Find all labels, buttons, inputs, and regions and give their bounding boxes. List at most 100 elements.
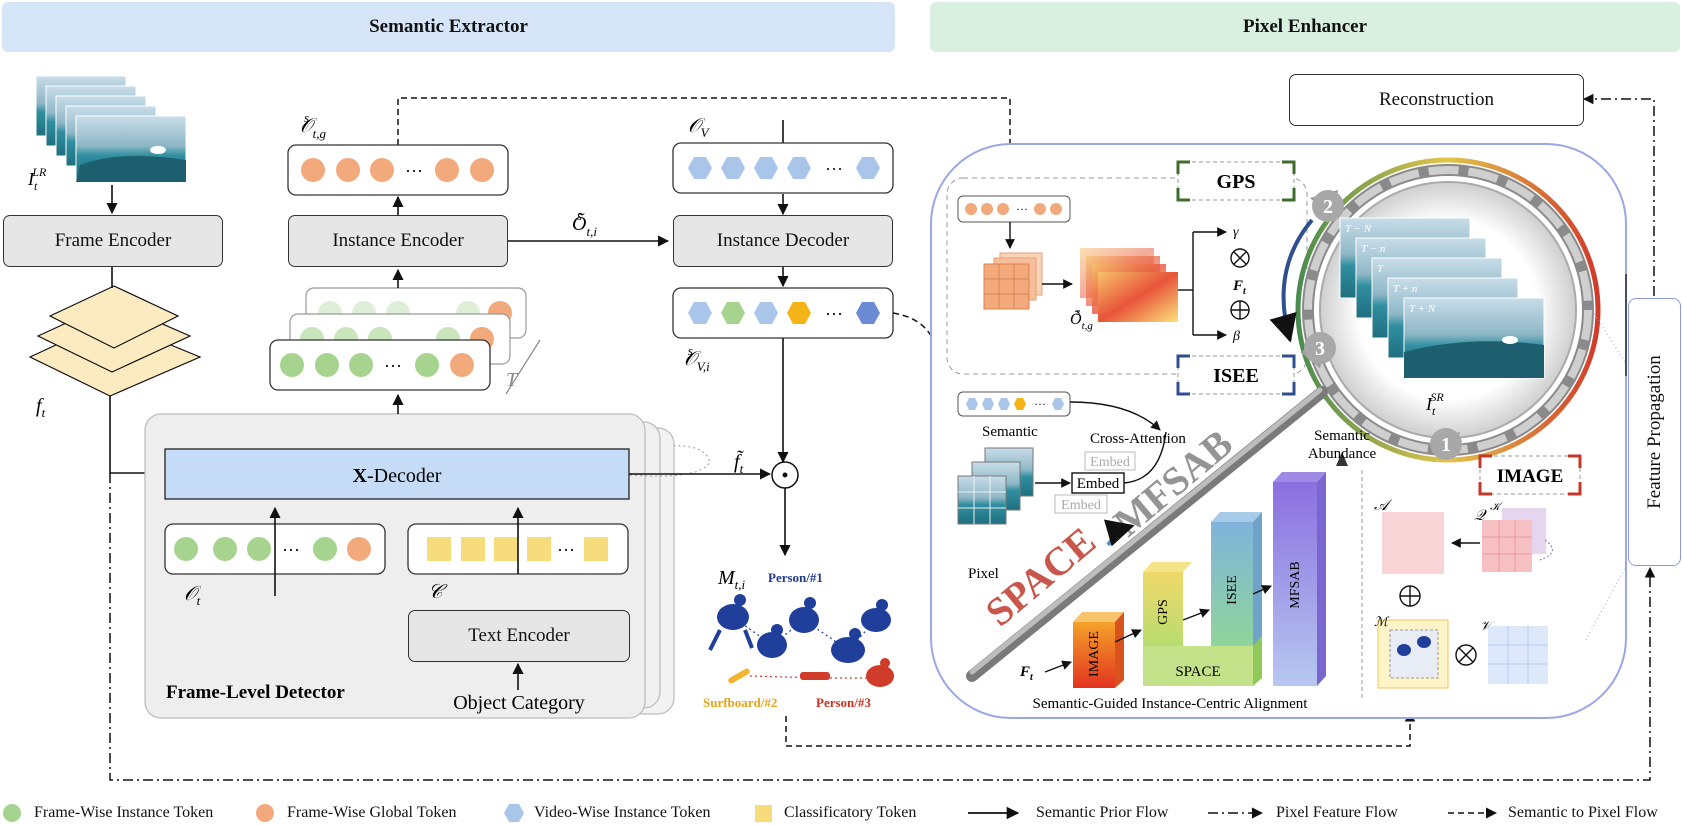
pixel-cubes bbox=[957, 447, 1034, 525]
input-frames-lr bbox=[35, 75, 187, 183]
gps-grid-cube bbox=[983, 252, 1043, 310]
svg-text:𝒬: 𝒬 bbox=[1474, 508, 1487, 524]
classificatory-tokens: ··· bbox=[427, 537, 608, 561]
svg-text:2: 2 bbox=[1323, 196, 1333, 218]
person3-label: Person/#3 bbox=[816, 695, 871, 710]
gamma-label: γ bbox=[1233, 225, 1239, 240]
legend-icons bbox=[3, 804, 1498, 822]
step-badge-3: 3 bbox=[1300, 332, 1336, 368]
frame-time-labels: T − N T − n T T + n T + N bbox=[1345, 223, 1436, 315]
o-tg-label: 𝒪t,gs bbox=[300, 110, 326, 141]
legend-semantic-to-pixel-flow: Semantic to Pixel Flow bbox=[1508, 804, 1658, 821]
frame-instance-tokens: ··· bbox=[174, 537, 371, 561]
isee-tag: ISEE bbox=[1176, 354, 1296, 396]
semantic-label: Semantic bbox=[982, 424, 1038, 440]
object-category-label: Object Category bbox=[453, 692, 585, 714]
video-wise-tokens: ··· bbox=[688, 157, 880, 179]
multiply-icon bbox=[1230, 248, 1250, 268]
legend-frame-wise-instance: Frame-Wise Instance Token bbox=[34, 804, 214, 821]
stair-isee-label: ISEE bbox=[1225, 575, 1240, 605]
cross-attention-label: Cross-Attention bbox=[1090, 431, 1186, 447]
stair-image-label: IMAGE bbox=[1087, 631, 1102, 677]
svg-text:ISEE: ISEE bbox=[1213, 365, 1259, 387]
gps-tag: GPS bbox=[1176, 160, 1296, 202]
frame-level-detector-label: Frame-Level Detector bbox=[166, 682, 345, 703]
attn-multiply-icon bbox=[1455, 644, 1477, 666]
stair-mfsab-label: MFSAB bbox=[1288, 561, 1303, 608]
instance-masks bbox=[708, 594, 894, 687]
surfboard2-label: Surfboard/#2 bbox=[703, 695, 777, 710]
svg-text:IMAGE: IMAGE bbox=[1497, 466, 1564, 487]
beta-label: β bbox=[1232, 329, 1240, 344]
svg-text:T − N: T − N bbox=[1345, 223, 1372, 235]
t-label: T bbox=[506, 369, 519, 391]
instance-token-row: ··· bbox=[280, 353, 474, 377]
sgica-label: Semantic-Guided Instance-Centric Alignme… bbox=[1033, 696, 1309, 712]
ft-stair-label: Ft bbox=[1019, 664, 1034, 683]
feature-propagation-box: Feature Propagation bbox=[1628, 298, 1681, 566]
feature-propagation-label: Feature Propagation bbox=[1643, 355, 1665, 509]
svg-text:···: ··· bbox=[405, 161, 423, 181]
svg-text:3: 3 bbox=[1315, 338, 1325, 360]
x-decoder-box bbox=[164, 448, 630, 500]
otg-small-label: Õt,gs bbox=[1070, 306, 1093, 332]
instance-video-tokens: ··· bbox=[688, 302, 880, 324]
legend-frame-wise-global: Frame-Wise Global Token bbox=[287, 804, 457, 821]
semantic-abundance-line1: Semantic bbox=[1314, 428, 1370, 444]
svg-text:···: ··· bbox=[557, 540, 575, 560]
svg-text:Embed: Embed bbox=[1061, 498, 1101, 513]
semantic-abundance-line2: Abundance bbox=[1308, 446, 1377, 462]
svg-text:Embed: Embed bbox=[1090, 455, 1130, 470]
magnifier-handle bbox=[966, 386, 1328, 682]
i-lr-label: ItLR bbox=[27, 165, 47, 193]
svg-text:GPS: GPS bbox=[1217, 171, 1256, 193]
svg-text:Embed: Embed bbox=[1077, 476, 1120, 492]
legend-video-wise-instance: Video-Wise Instance Token bbox=[534, 804, 711, 821]
image-tag: IMAGE bbox=[1478, 454, 1582, 496]
legend-semantic-prior-flow: Semantic Prior Flow bbox=[1036, 804, 1169, 821]
feature-stack-ft bbox=[28, 285, 202, 397]
reconstruction-box: Reconstruction bbox=[1289, 74, 1584, 126]
attention-matrices bbox=[1377, 508, 1553, 689]
embed-boxes: Embed Embed Embed bbox=[1054, 451, 1136, 514]
instance-encoder-box: Instance Encoder bbox=[288, 215, 508, 267]
pixel-label: Pixel bbox=[968, 566, 999, 582]
svg-text:1: 1 bbox=[1441, 434, 1451, 456]
gps-heatmap-stack bbox=[1080, 248, 1178, 322]
svg-text:T + N: T + N bbox=[1409, 303, 1436, 315]
text-encoder-box: Text Encoder bbox=[408, 610, 630, 662]
semantic-small-tokens: ··· bbox=[966, 397, 1064, 411]
f-t-label: ft bbox=[36, 395, 46, 420]
legend-pixel-feature-flow: Pixel Feature Flow bbox=[1276, 804, 1398, 821]
svg-text:ℳ: ℳ bbox=[1374, 614, 1390, 629]
svg-text:T + n: T + n bbox=[1393, 283, 1418, 295]
step-badge-1: 1 bbox=[1430, 428, 1462, 460]
pixel-enhancer-header: Pixel Enhancer bbox=[930, 2, 1680, 52]
ft-gps-label: Ft bbox=[1232, 278, 1247, 297]
stair-space-label: SPACE bbox=[1175, 664, 1220, 680]
video-token-box bbox=[672, 142, 894, 194]
svg-text:···: ··· bbox=[282, 540, 300, 560]
step-badge-2: 2 bbox=[1310, 190, 1344, 222]
frame-encoder-box: Frame Encoder bbox=[3, 215, 223, 267]
add-icon bbox=[1230, 300, 1250, 320]
svg-text:···: ··· bbox=[825, 159, 843, 179]
i-sr-label: ItSR bbox=[1425, 390, 1444, 418]
instance-token-stack bbox=[269, 339, 491, 391]
person1-label: Person/#1 bbox=[768, 570, 823, 585]
o-vi-label: 𝒪V,is bbox=[684, 343, 710, 374]
svg-text:T: T bbox=[1377, 263, 1384, 275]
svg-text:T − n: T − n bbox=[1361, 243, 1386, 255]
sr-frames bbox=[1339, 217, 1545, 379]
attn-add-icon bbox=[1399, 585, 1421, 607]
x-decoder-label: X-Decoder bbox=[353, 465, 442, 487]
semantic-extractor-header: Semantic Extractor bbox=[2, 2, 895, 52]
staircase-blocks bbox=[1073, 472, 1326, 688]
instance-decoder-box: Instance Decoder bbox=[673, 215, 893, 267]
svg-text:···: ··· bbox=[1034, 397, 1046, 411]
svg-text:···: ··· bbox=[1016, 202, 1028, 216]
global-tokens: ··· bbox=[301, 158, 494, 182]
m-ti-label: Mt,i bbox=[717, 567, 746, 592]
stair-gps-label: GPS bbox=[1156, 599, 1171, 625]
